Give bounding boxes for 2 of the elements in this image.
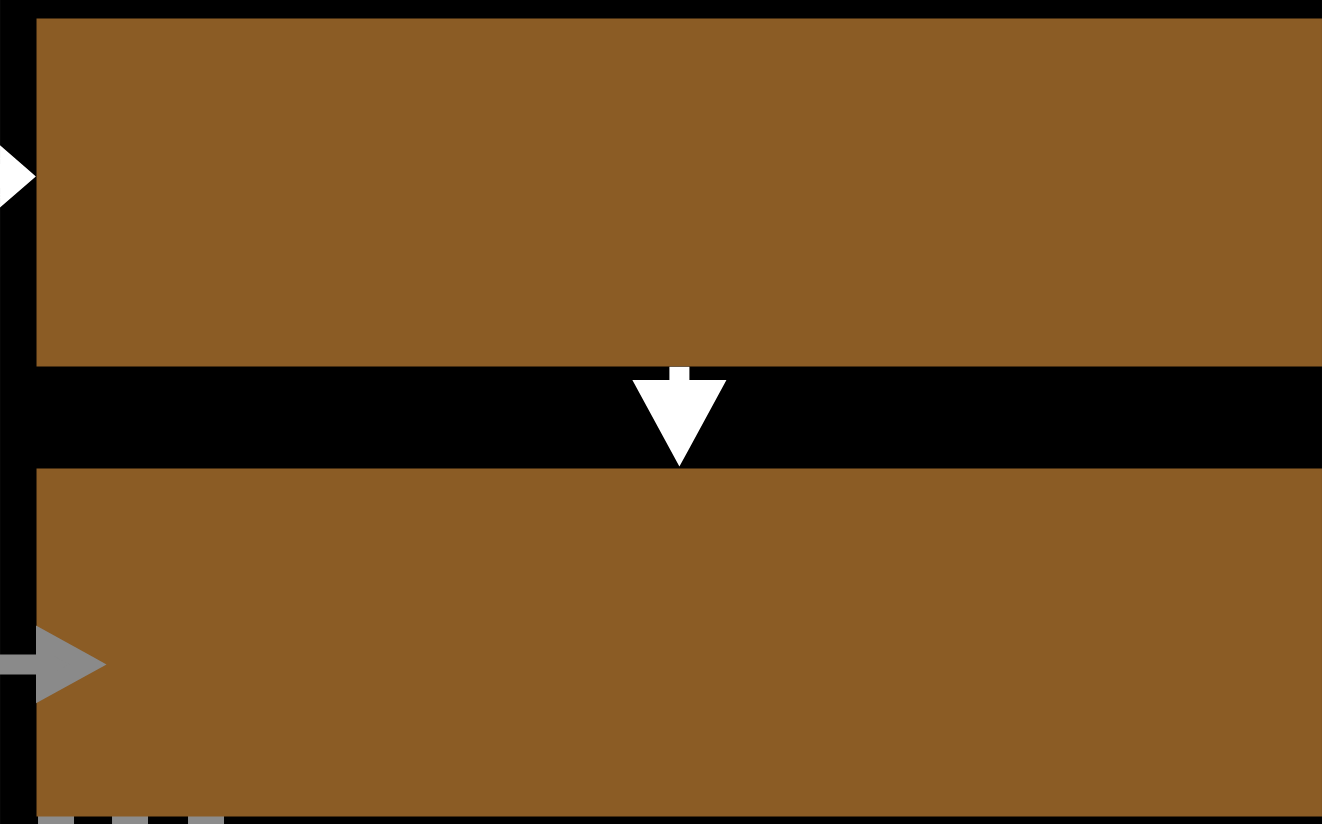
box	[36, 468, 1322, 817]
box	[36, 18, 1322, 367]
